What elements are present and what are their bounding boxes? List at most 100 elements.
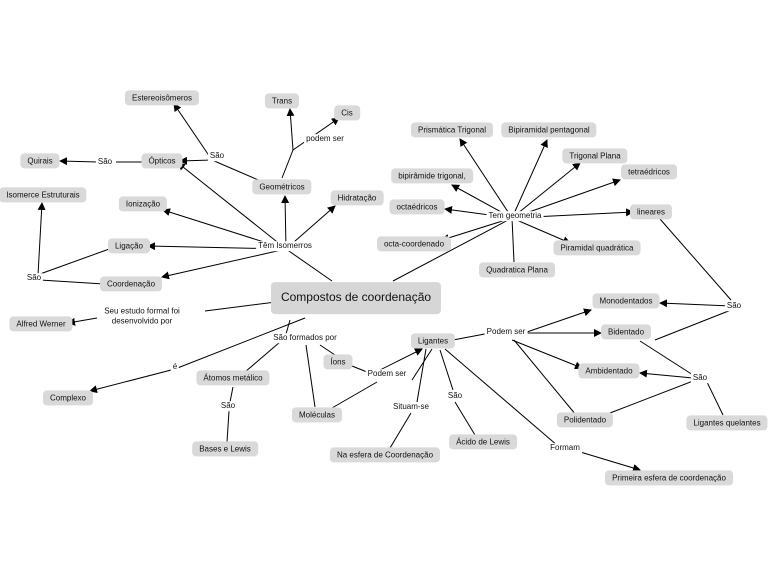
node-lineares[interactable]: lineares — [629, 204, 673, 220]
node-ligacao[interactable]: Ligação — [107, 238, 151, 254]
node-isomeria-estrutural[interactable]: Isomerce Estruturais — [0, 187, 87, 203]
connector-line — [173, 103, 213, 161]
node-monodentados[interactable]: Monodentados — [592, 293, 660, 309]
node-alfred-werner[interactable]: Alfred Werner — [9, 316, 73, 332]
node-ions[interactable]: Íons — [323, 354, 353, 370]
connector-line — [67, 317, 98, 326]
node-cis[interactable]: Cis — [334, 105, 360, 121]
node-coordenacao[interactable]: Coordenação — [99, 276, 163, 292]
connector-line — [513, 339, 577, 416]
connector-line — [89, 368, 176, 394]
link-label-podem-ser: podem ser — [304, 134, 346, 144]
node-opticos[interactable]: Ópticos — [141, 153, 183, 169]
node-ligantes[interactable]: Ligantes — [410, 333, 456, 349]
node-ambidentado[interactable]: Ambidentado — [578, 363, 640, 379]
connector-line — [454, 401, 476, 436]
link-label-sao-ligantes: São — [445, 391, 465, 401]
connector-line — [511, 217, 515, 263]
node-piramidal-quadratica[interactable]: Piramidal quadrática — [553, 240, 641, 256]
node-hidratacao[interactable]: Hidratação — [330, 190, 384, 206]
connector-line — [523, 308, 592, 334]
connector-line — [705, 379, 724, 416]
node-trigonal-plana[interactable]: Trigonal Plana — [562, 148, 628, 164]
link-label-seu-estudo: Seu estudo formal foi desenvolvido por — [102, 306, 182, 326]
node-complexo[interactable]: Complexo — [42, 390, 94, 406]
node-primeira-esfera[interactable]: Primeira esfera de coordenação — [605, 470, 733, 486]
node-na-esfera[interactable]: Na esfera de Coordenação — [329, 447, 441, 463]
connector-line — [331, 381, 378, 409]
connector-line — [659, 299, 732, 308]
connector-line — [161, 248, 287, 280]
node-octaedricos[interactable]: octaédricos — [389, 199, 445, 215]
connector-line — [392, 217, 513, 282]
connector-line — [639, 340, 694, 376]
node-bases-lewis[interactable]: Bases e Lewis — [192, 441, 258, 457]
link-label-sao-left: São — [24, 273, 44, 283]
link-label-formam: Formam — [548, 443, 582, 453]
connector-line — [609, 380, 694, 414]
node-estereoisomeros[interactable]: Estereoisômeros — [124, 90, 200, 106]
connector-line — [439, 349, 454, 391]
link-label-sao-quirais: São — [95, 157, 115, 167]
connector-line — [39, 247, 113, 275]
connector-line — [511, 339, 583, 370]
connector-line — [659, 218, 732, 301]
connector-line — [511, 217, 571, 244]
connector-line — [244, 341, 281, 373]
connector-line — [59, 157, 99, 166]
node-quadratica-plana[interactable]: Quadratica Plana — [479, 262, 555, 278]
node-bipiramidal-pentagonal[interactable]: Bipiramidal pentagonal — [501, 122, 597, 138]
connector-line — [174, 317, 306, 370]
node-bipiramide-trigonal[interactable]: bipirâmide trigonal, — [391, 168, 473, 184]
node-geometricos[interactable]: Geométricos — [252, 179, 312, 195]
connector-line — [204, 301, 277, 312]
node-tetraedricos[interactable]: tetraédricos — [621, 164, 677, 180]
connector-line — [285, 248, 333, 282]
connector-line — [177, 162, 287, 250]
connector-line — [444, 348, 559, 447]
connector-line — [229, 386, 234, 403]
link-label-sao-right: São — [724, 301, 744, 311]
connector-line — [281, 149, 294, 179]
link-label-sao-right-2: São — [690, 373, 710, 383]
link-label-podem-ser-ions: Podem ser — [365, 369, 409, 379]
link-label-sao-opticos: São — [207, 151, 227, 161]
node-bidentado[interactable]: Bidentado — [600, 324, 652, 340]
connector-line — [411, 348, 433, 381]
connector-line — [511, 162, 581, 219]
node-moleculas[interactable]: Moléculas — [291, 407, 343, 423]
node-polidentado[interactable]: Polidentado — [556, 412, 614, 428]
connector-line — [37, 202, 46, 276]
link-label-situam-se: Situam-se — [390, 402, 432, 412]
connector-line — [319, 344, 336, 356]
connector-line — [305, 344, 316, 408]
connector-line — [179, 156, 213, 165]
node-ionizacao[interactable]: Ionização — [118, 196, 168, 212]
connector-line — [39, 279, 105, 285]
node-acido-lewis[interactable]: Ácido de Lewis — [449, 434, 517, 450]
connector-line — [292, 117, 340, 151]
connector-line — [416, 348, 427, 403]
node-octa-coordenado[interactable]: octa-coordenado — [376, 236, 452, 252]
connector-line — [285, 319, 291, 335]
connector-line — [211, 159, 264, 183]
node-quirais[interactable]: Quirais — [20, 153, 60, 169]
connector-line — [576, 450, 641, 472]
link-label-tem-isomeros: Têm Isomerros — [256, 241, 314, 251]
connector-line — [389, 412, 412, 449]
link-label-e: é — [170, 362, 180, 372]
main-concept-node[interactable]: Compostos de coordenação — [270, 282, 442, 314]
node-ligantes-quelantes[interactable]: Ligantes quelantes — [686, 415, 768, 431]
connector-line — [511, 139, 548, 219]
connector-line — [654, 309, 732, 341]
node-trans[interactable]: Trans — [264, 93, 300, 109]
node-atomos-metalico[interactable]: Átomos metálico — [196, 370, 270, 386]
connector-line — [286, 108, 295, 151]
connector-line — [281, 195, 290, 250]
connector-line — [452, 332, 491, 341]
connector-line — [459, 138, 513, 219]
node-prismatica-trigonal[interactable]: Prismática Trigonal — [410, 122, 494, 138]
connector-line — [226, 410, 230, 443]
